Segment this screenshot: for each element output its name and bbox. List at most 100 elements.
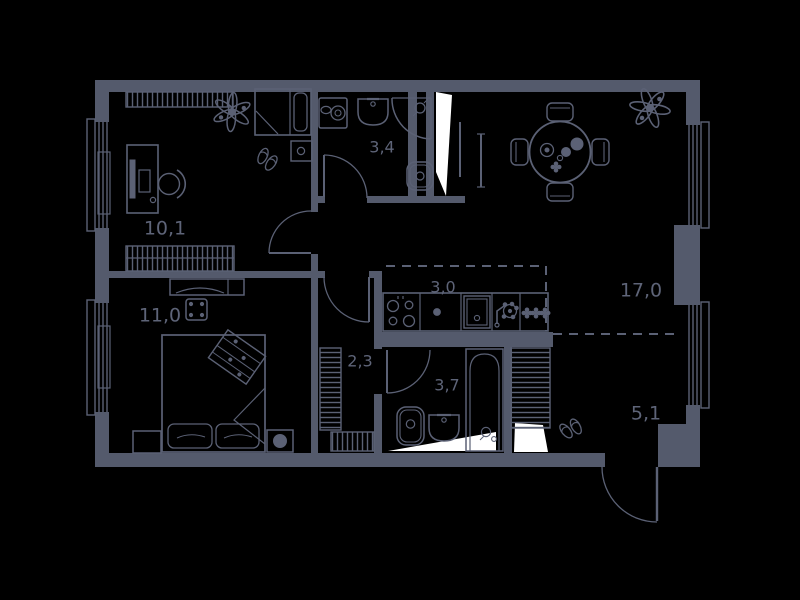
wardrobe-icon (510, 347, 551, 429)
dish-rack-icon (521, 307, 551, 319)
sink-icon (428, 413, 460, 442)
plate-icon (570, 137, 584, 151)
vestibule-door-leaf-white (436, 92, 452, 196)
corridor-2-3-storage (319, 347, 375, 452)
room-label-10-1: 10,1 (144, 218, 186, 240)
bedside-table (185, 298, 208, 321)
wall-right (686, 80, 700, 125)
living-17-0-furniture (510, 83, 675, 202)
toilet-icon (406, 161, 434, 191)
bathtub-icon (465, 348, 504, 452)
entrance-door (601, 466, 659, 523)
counter-knob (433, 308, 441, 316)
wall-left (95, 80, 109, 122)
wall-bath37-hall (504, 347, 512, 453)
wall-corner-entrance (658, 424, 700, 467)
wall-top (95, 80, 700, 92)
toilet-icon (396, 406, 425, 446)
slippers-icon (253, 146, 282, 174)
wall-bath34-bottom (367, 196, 465, 203)
wall-right-pier (674, 225, 700, 305)
wall-vestibule (426, 92, 434, 196)
room-10-1-furniture (125, 86, 313, 272)
desk (126, 144, 159, 214)
window (688, 301, 710, 409)
wall-corridor-bath37 (374, 394, 382, 453)
outer-walls (95, 80, 700, 467)
sink-icon (357, 97, 389, 126)
dining-chair (546, 102, 574, 122)
radiator (97, 151, 111, 215)
single-bed (254, 88, 312, 136)
wardrobe-icon (330, 431, 375, 452)
cup-icon (556, 154, 564, 162)
dining-chair (546, 182, 574, 202)
double-bed (161, 328, 267, 453)
door-room-10-1 (268, 210, 312, 254)
office-chair-icon (157, 169, 186, 199)
pouf (132, 430, 162, 454)
window (86, 299, 108, 416)
room-label-17-0: 17,0 (620, 280, 662, 302)
radiator (97, 325, 111, 389)
room-labels: 10,1 11,0 3,4 3,0 2,3 3,7 17,0 5,1 (139, 138, 662, 425)
wall-kitchen-bath37 (374, 332, 553, 347)
door-bathroom-3-7 (386, 349, 431, 394)
wall-corridor-kitchen (374, 271, 382, 349)
blanket-fold (233, 387, 266, 445)
dining-chairs (510, 102, 610, 202)
nightstand-item (296, 146, 306, 156)
bathroom-3-4-fixtures (318, 97, 434, 191)
plaid-throw-icon (207, 328, 267, 386)
inner-walls (95, 92, 553, 453)
slippers-icon (556, 413, 587, 444)
door-bathroom-3-4 (323, 154, 368, 199)
room-label-3-7: 3,7 (434, 376, 459, 395)
wall-room101-hall (311, 254, 318, 278)
door-corridor-2-3 (323, 276, 370, 323)
room-label-3-4: 3,4 (369, 138, 394, 157)
dresser (169, 278, 245, 296)
room-label-3-0: 3,0 (430, 278, 455, 297)
room-11-0-furniture (132, 278, 294, 454)
wardrobe-icon (125, 91, 234, 108)
zone-boundaries (386, 265, 674, 335)
vestibule-threshold (459, 122, 485, 188)
mouse-icon (149, 196, 157, 204)
dining-chair (591, 138, 610, 166)
room-label-11-0: 11,0 (139, 305, 181, 327)
stove-icon (386, 296, 416, 328)
teapot-icon (550, 161, 562, 173)
plant-stool (266, 429, 294, 453)
keyboard-icon (138, 169, 151, 193)
doors (268, 92, 659, 523)
wardrobe-icon (319, 347, 342, 431)
wall-left (95, 228, 109, 303)
bath37-door-leaf-white (514, 423, 548, 452)
plate-icon (561, 147, 571, 157)
washing-machine-icon (318, 97, 348, 129)
windows (86, 118, 710, 416)
wall-room101-room110 (95, 271, 325, 278)
room-label-2-3: 2,3 (347, 352, 372, 371)
plate-icon (539, 142, 555, 158)
pillow-icon (293, 92, 308, 132)
nightstand (290, 140, 313, 162)
bathroom-3-7-fixtures (396, 348, 504, 452)
window (86, 118, 108, 232)
pillow-icon (215, 423, 260, 449)
dining-chair (510, 138, 529, 166)
kitchen-counter (382, 292, 551, 332)
wall-bottom (95, 453, 605, 467)
hall-5-1-furniture (510, 347, 587, 444)
wall-bath34-bottom (318, 196, 325, 203)
wall-room110-corridor (311, 278, 318, 453)
kitchen-sink-icon (494, 301, 519, 328)
wall-bath34-shaft (408, 92, 417, 196)
oven-icon (463, 295, 491, 329)
pillow-icon (167, 423, 213, 449)
shower-icon (391, 97, 432, 140)
room-label-5-1: 5,1 (631, 403, 661, 425)
